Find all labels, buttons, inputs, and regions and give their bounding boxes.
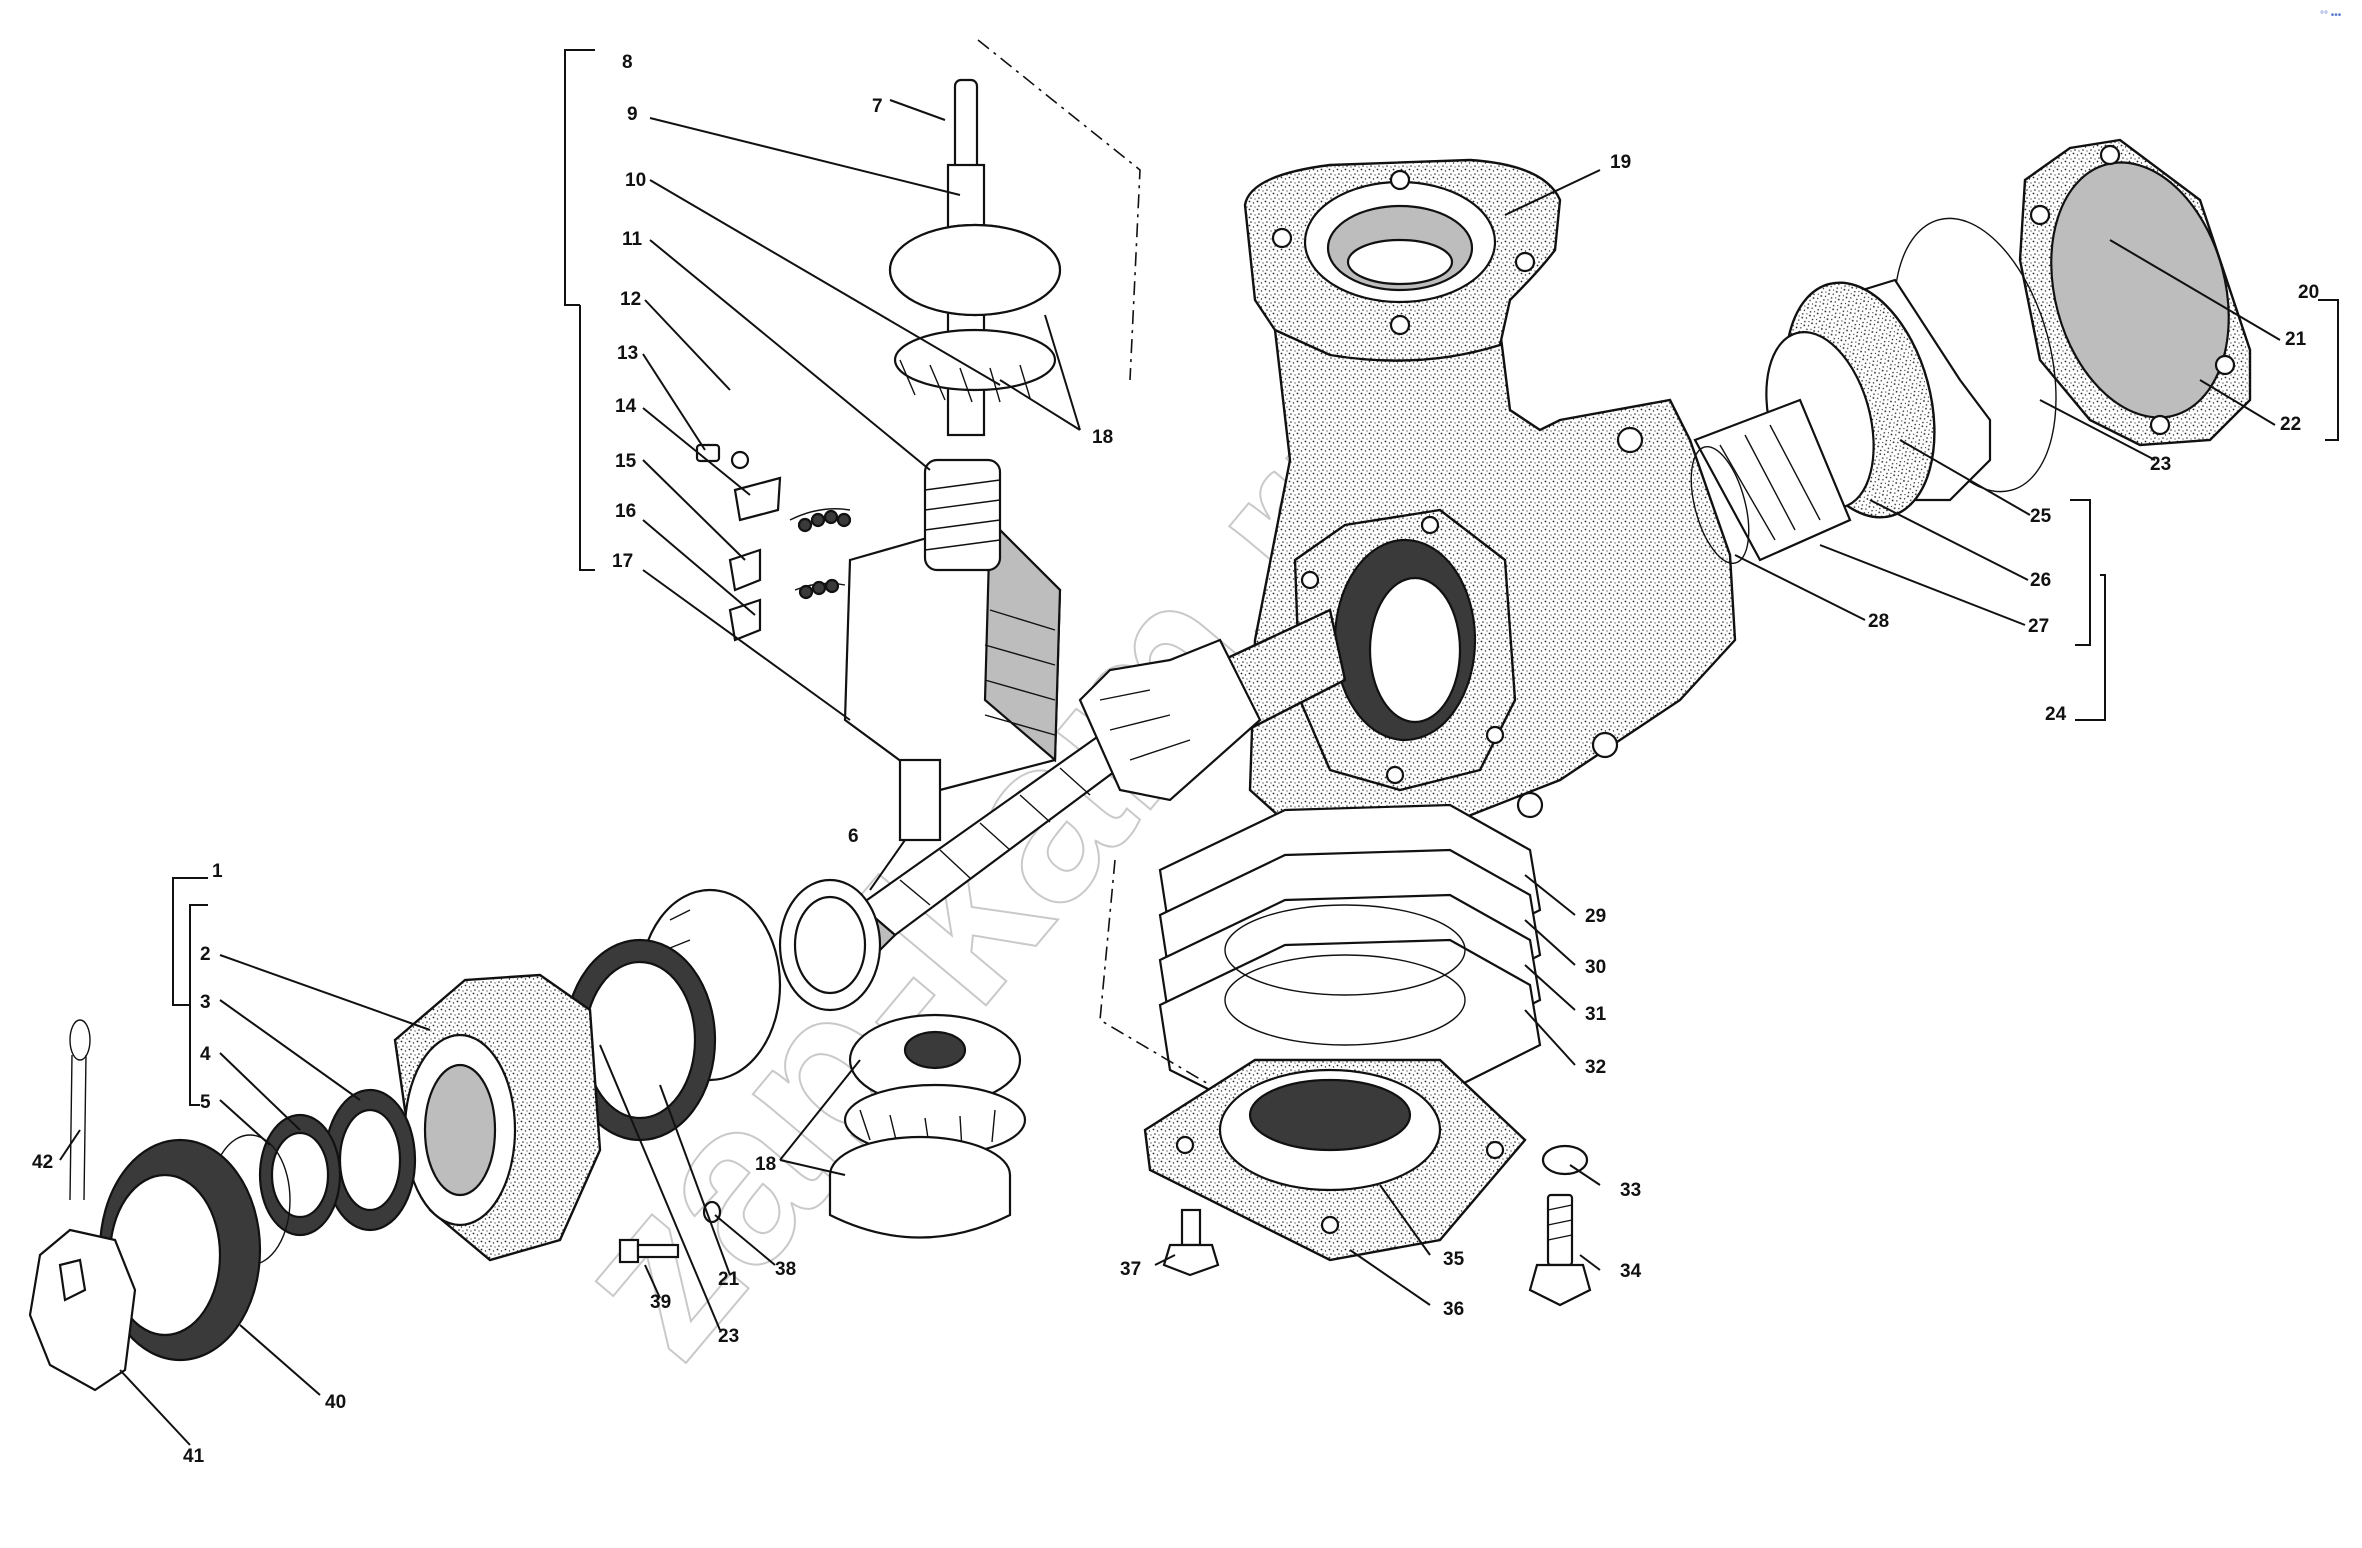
callout-23-left: 23 [718,1326,739,1347]
callout-14: 14 [615,396,637,417]
callout-32: 32 [1585,1057,1606,1078]
housing [1243,158,1737,837]
callout-22: 22 [2280,414,2301,435]
callout-23-right: 23 [2150,454,2171,475]
callout-20: 20 [2298,282,2319,303]
callout-18-upper: 18 [1092,427,1113,448]
callout-4: 4 [200,1044,211,1065]
callout-17: 17 [612,551,633,572]
sector-shaft [848,608,1347,952]
rack-piston [843,517,1062,842]
callout-28: 28 [1868,611,1889,632]
callout-3: 3 [200,992,211,1013]
callout-35: 35 [1443,1249,1465,1270]
callout-25: 25 [2030,506,2052,527]
callout-12: 12 [620,289,641,310]
callout-1: 1 [212,861,223,882]
corner-mark: °° ••• [2320,10,2342,21]
group-brackets [172,49,2339,1106]
callout-9: 9 [627,104,638,125]
callout-labels: 1 2 3 4 5 6 7 8 9 10 11 12 13 14 15 16 1… [32,52,2319,1467]
callout-21-left: 21 [718,1269,740,1290]
callout-33: 33 [1620,1180,1641,1201]
callout-27: 27 [2028,616,2049,637]
callout-36: 36 [1443,1299,1464,1320]
callout-34: 34 [1620,1261,1642,1282]
callout-31: 31 [1585,1004,1607,1025]
callout-6: 6 [848,826,859,847]
ball-chain [797,509,852,600]
input-assembly [28,878,882,1392]
callout-40: 40 [325,1392,346,1413]
gasket-stack [1099,803,1542,1262]
fasteners [1162,1144,1592,1307]
callout-7: 7 [872,96,883,117]
ball-guide-parts [695,443,852,642]
callout-29: 29 [1585,906,1606,927]
callout-42: 42 [32,1152,53,1173]
side-cover-assembly [1690,138,2252,565]
callout-13: 13 [617,343,638,364]
callout-39: 39 [650,1292,671,1313]
callout-18-lower: 18 [755,1154,776,1175]
callout-37: 37 [1120,1259,1141,1280]
callout-38: 38 [775,1259,796,1280]
callout-16: 16 [615,501,636,522]
callout-30: 30 [1585,957,1606,978]
tapered-bearing-lower [828,1013,1027,1239]
callout-26: 26 [2030,570,2051,591]
callout-24: 24 [2045,704,2067,725]
leader-lines [59,99,2281,1446]
callout-15: 15 [615,451,637,472]
tapered-bearing-upper [888,223,1062,317]
callout-21-right: 21 [2285,329,2307,350]
callout-5: 5 [200,1092,211,1113]
callout-8: 8 [622,52,633,73]
callout-41: 41 [183,1446,205,1467]
callout-10: 10 [625,170,646,191]
callout-2: 2 [200,944,211,965]
callout-19: 19 [1610,152,1631,173]
callout-11: 11 [622,229,643,250]
